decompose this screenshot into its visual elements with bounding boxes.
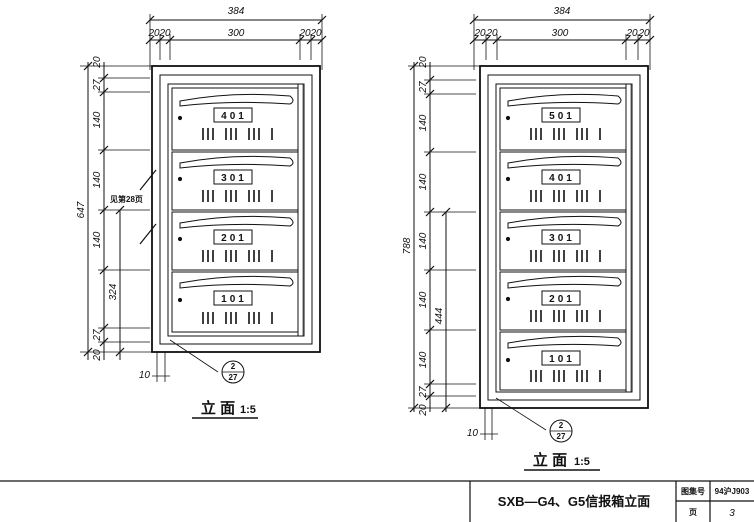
right-offset: 10 bbox=[467, 428, 479, 439]
left-lower: 324 bbox=[108, 283, 119, 300]
left-note: 见第28页 bbox=[110, 194, 143, 204]
left-gap1: 27 bbox=[92, 79, 103, 92]
right-side-d: 20 bbox=[637, 28, 650, 39]
right-total-width: 384 bbox=[554, 6, 571, 17]
title-block bbox=[0, 480, 754, 522]
left-offset: 10 bbox=[139, 370, 151, 381]
right-gap2: 27 bbox=[418, 386, 429, 399]
left-total-height: 647 bbox=[76, 201, 87, 218]
left-callout-bottom: 27 bbox=[229, 373, 238, 382]
box-number-101: 101 bbox=[549, 354, 575, 365]
left-bottom: 20 bbox=[92, 349, 103, 362]
box-number-501: 501 bbox=[549, 111, 575, 122]
atlas-value: 94沪J903 bbox=[715, 486, 750, 496]
box-number-201: 201 bbox=[549, 294, 575, 305]
right-caption: 立 面 bbox=[533, 451, 567, 469]
left-top: 20 bbox=[92, 56, 103, 69]
left-scale: 1:5 bbox=[240, 404, 256, 416]
page-label: 页 bbox=[689, 508, 697, 517]
right-top: 20 bbox=[418, 56, 429, 69]
left-side-b: 20 bbox=[158, 28, 171, 39]
right-h5: 140 bbox=[418, 351, 429, 368]
left-inner-width: 300 bbox=[228, 28, 245, 39]
box-number-401: 401 bbox=[549, 173, 575, 184]
right-h2: 140 bbox=[418, 173, 429, 190]
right-total-height: 788 bbox=[402, 237, 413, 254]
box-number-301: 301 bbox=[549, 233, 575, 244]
right-side-a: 20 bbox=[473, 28, 486, 39]
right-gap1: 27 bbox=[418, 81, 429, 94]
box-number-401: 401 bbox=[221, 111, 247, 122]
right-h3: 140 bbox=[418, 232, 429, 249]
box-number-101: 101 bbox=[221, 294, 247, 305]
left-h2: 140 bbox=[92, 171, 103, 188]
left-callout-top: 2 bbox=[231, 362, 236, 371]
right-callout-top: 2 bbox=[559, 421, 564, 430]
left-side-c: 20 bbox=[298, 28, 311, 39]
right-lower: 444 bbox=[434, 307, 445, 324]
sheet-title: SXB—G4、G5信报箱立面 bbox=[498, 494, 650, 509]
left-gap2: 27 bbox=[92, 329, 103, 342]
right-scale: 1:5 bbox=[574, 456, 590, 468]
right-callout-bottom: 27 bbox=[557, 432, 566, 441]
right-elevation bbox=[408, 14, 655, 471]
box-number-201: 201 bbox=[221, 233, 247, 244]
right-side-b: 20 bbox=[485, 28, 498, 39]
right-h1: 140 bbox=[418, 114, 429, 131]
left-side-d: 20 bbox=[309, 28, 322, 39]
left-h3: 140 bbox=[92, 231, 103, 248]
left-total-width: 384 bbox=[228, 6, 245, 17]
box-number-301: 301 bbox=[221, 173, 247, 184]
right-h4: 140 bbox=[418, 291, 429, 308]
left-h1: 140 bbox=[92, 111, 103, 128]
left-elevation bbox=[80, 14, 327, 419]
left-side-a: 20 bbox=[147, 28, 160, 39]
right-inner-width: 300 bbox=[552, 28, 569, 39]
left-caption: 立 面 bbox=[201, 399, 235, 417]
atlas-label: 图集号 bbox=[681, 486, 705, 496]
right-side-c: 20 bbox=[625, 28, 638, 39]
page-value: 3 bbox=[729, 508, 735, 519]
right-bottom: 20 bbox=[418, 404, 429, 417]
